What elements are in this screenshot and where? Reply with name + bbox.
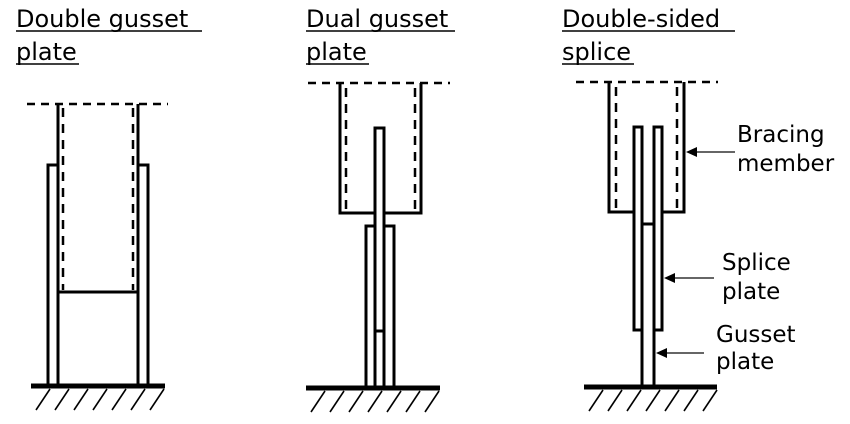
arrowhead-icon xyxy=(656,348,667,358)
callout-label-line-2: plate xyxy=(722,279,780,305)
ground-hatching xyxy=(310,390,440,413)
arrowhead-icon xyxy=(664,273,675,283)
panel-2-title-line-1: Dual gusset xyxy=(306,5,448,33)
panel-3-title-line-2: splice xyxy=(562,38,631,66)
panel-2-title-line-2: plate xyxy=(306,38,367,66)
callout-bracing-member: Bracing member xyxy=(686,122,835,177)
callout-label-line-1: Splice xyxy=(722,250,791,276)
bracing-member-left xyxy=(607,82,634,214)
callout-gusset-plate: Gusset plate xyxy=(656,322,796,375)
splice-plate-right xyxy=(652,125,664,332)
ground-hatching xyxy=(35,388,165,411)
panel-dual-gusset-plate: Dual gusset plate xyxy=(306,5,455,413)
ground-hatching xyxy=(588,389,718,412)
callout-label-line-1: Bracing xyxy=(737,122,825,148)
panel-double-sided-splice: Double-sided splice xyxy=(562,5,835,412)
gusset-plate-left xyxy=(364,224,375,388)
bracing-member-right xyxy=(662,82,686,214)
callout-label-line-2: member xyxy=(737,151,835,177)
callout-label-line-2: plate xyxy=(716,349,774,375)
gusset-plate-left xyxy=(46,163,58,386)
panel-1-title-line-2: plate xyxy=(16,38,77,66)
gusset-plate-right xyxy=(138,163,150,386)
bracing-member-left xyxy=(338,83,375,215)
callout-label-line-1: Gusset xyxy=(716,322,796,348)
callout-splice-plate: Splice plate xyxy=(664,250,791,305)
center-plate xyxy=(373,126,386,388)
bracing-member-right xyxy=(384,83,423,215)
panel-double-gusset-plate: Double gusset plate xyxy=(16,5,202,411)
arrowhead-icon xyxy=(686,147,697,157)
panel-1-title-line-1: Double gusset xyxy=(16,5,188,33)
splice-plate-left xyxy=(632,125,644,332)
gusset-plate-right xyxy=(384,224,396,388)
panel-3-title-line-1: Double-sided xyxy=(562,5,720,33)
